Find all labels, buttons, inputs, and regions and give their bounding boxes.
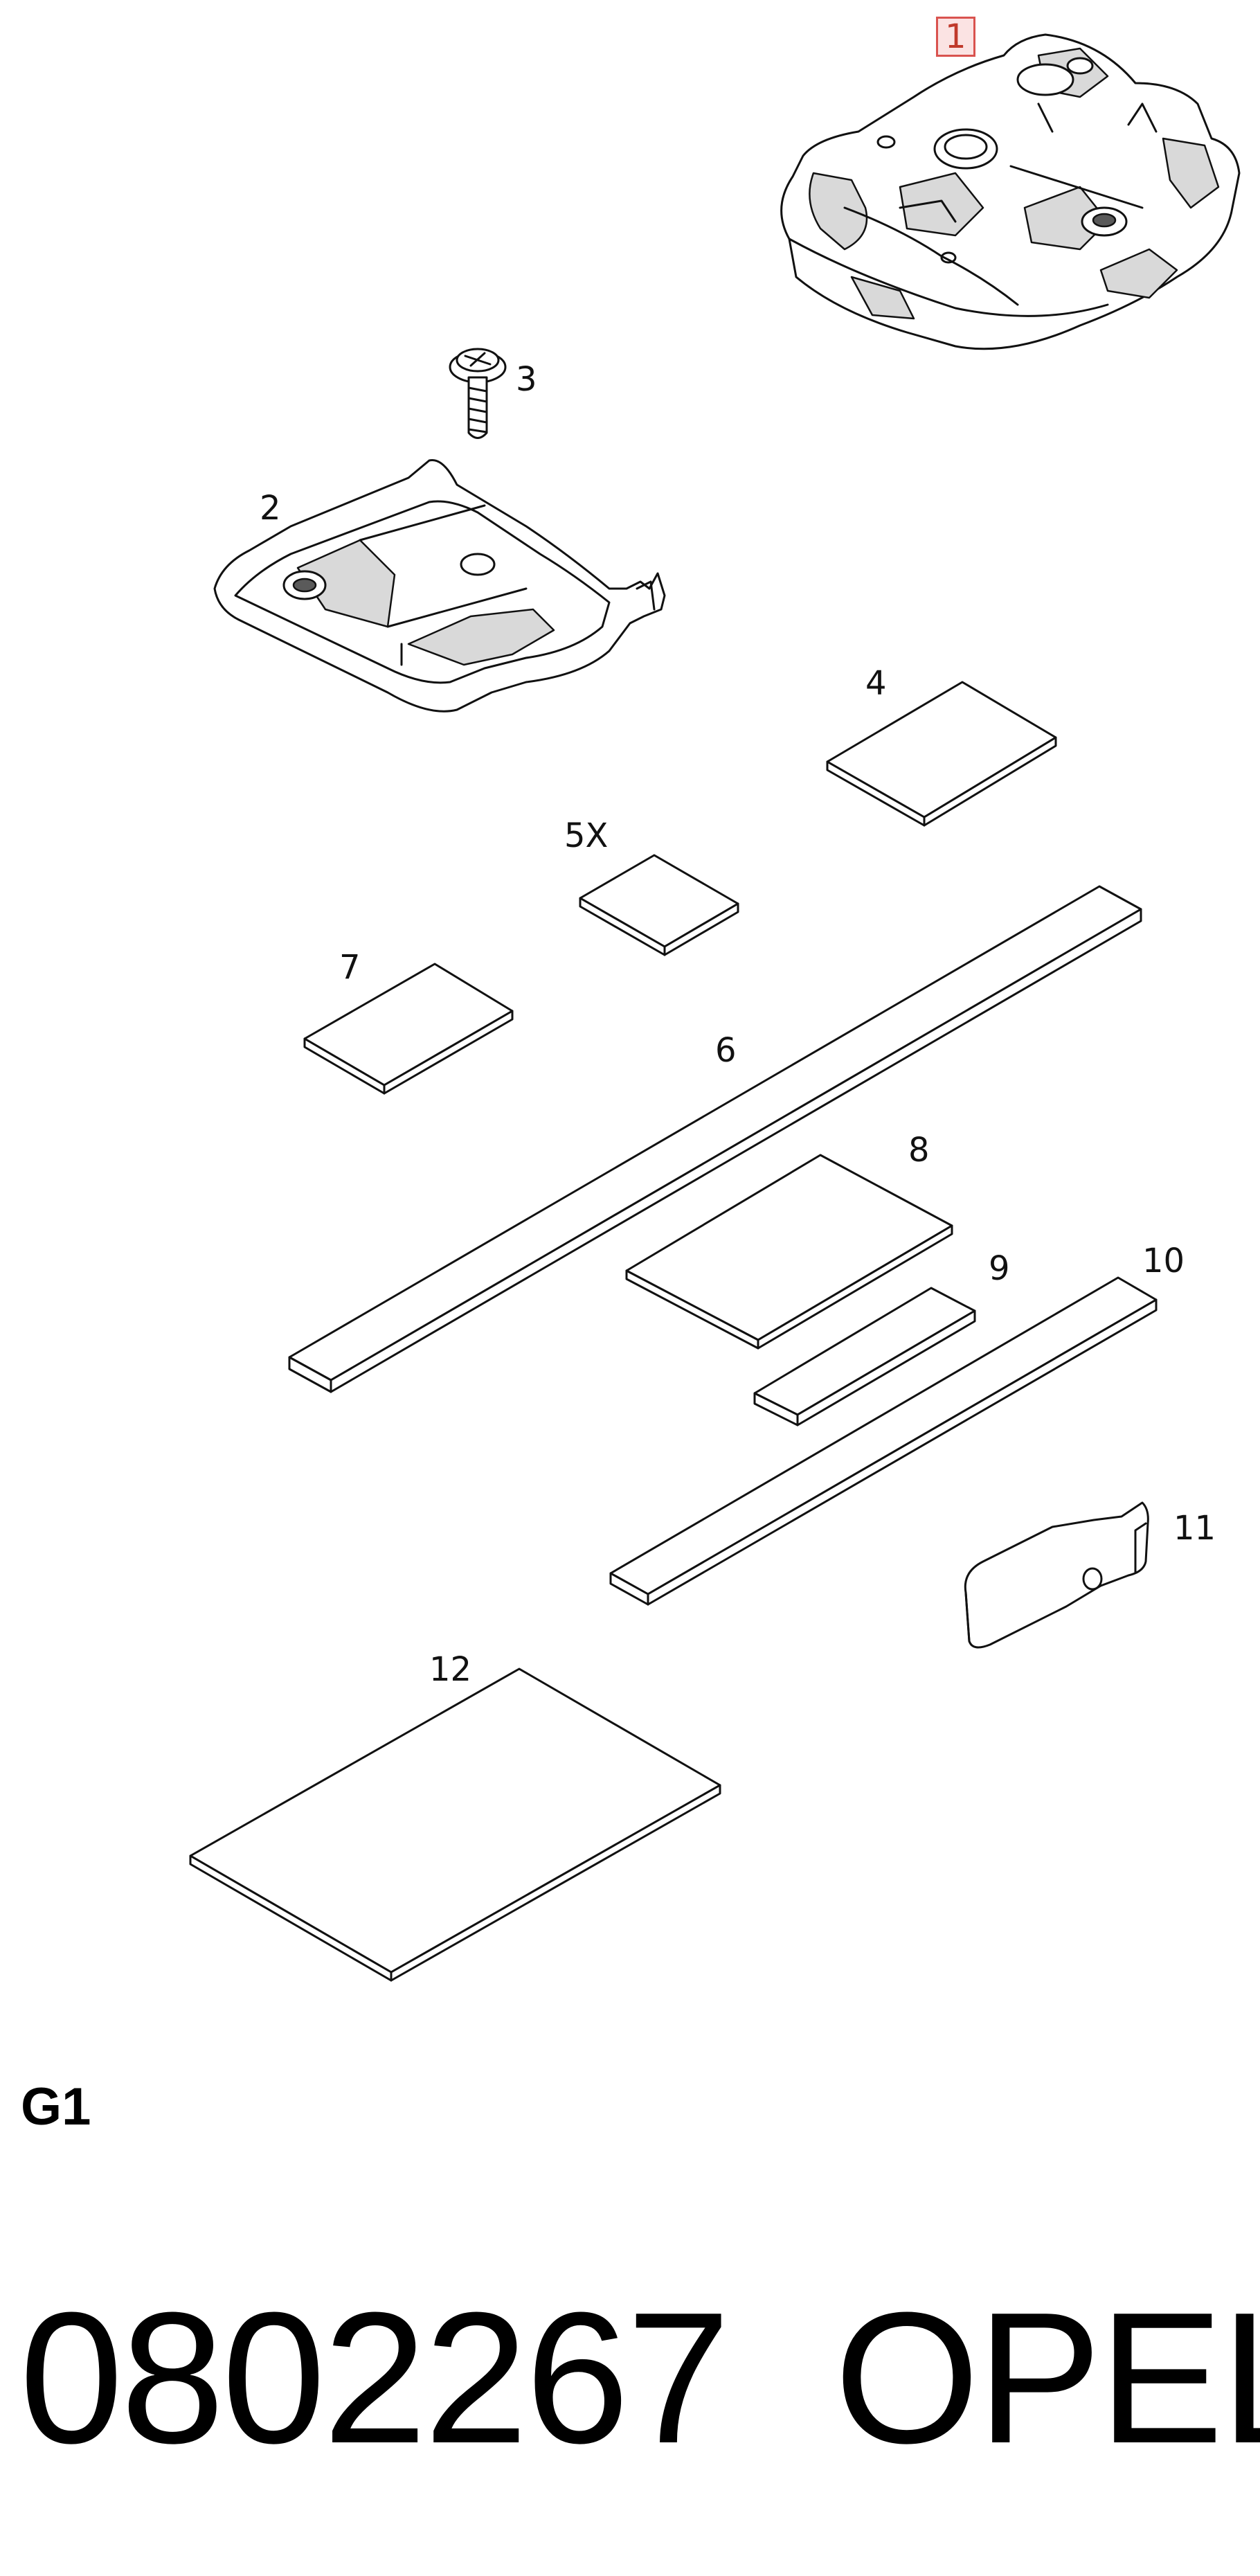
callout-1[interactable]: 1: [936, 17, 975, 57]
callout-9[interactable]: 9: [989, 1249, 1010, 1288]
part-4-pad: [826, 681, 1057, 827]
part-7-pad: [303, 963, 514, 1095]
part-8-pad: [625, 1154, 953, 1350]
callout-12[interactable]: 12: [429, 1650, 472, 1689]
callout-4[interactable]: 4: [865, 664, 887, 703]
part-12-sheet: [189, 1667, 721, 1982]
part-6-strip: [288, 885, 1142, 1393]
section-code: G1: [21, 2077, 91, 2136]
part-3-screw: [449, 348, 507, 439]
callout-5x[interactable]: 5X: [564, 816, 609, 855]
part-1-fuel-tank: [780, 33, 1241, 350]
callout-7[interactable]: 7: [339, 948, 361, 987]
callout-2[interactable]: 2: [260, 489, 281, 528]
part-10-strip: [609, 1276, 1158, 1606]
callout-6[interactable]: 6: [715, 1031, 737, 1070]
part-11-bracket: [964, 1501, 1149, 1649]
callout-8[interactable]: 8: [908, 1131, 930, 1170]
part-9-strip: [753, 1287, 976, 1426]
part-5x-pad: [579, 854, 739, 956]
part-2-shield: [213, 458, 666, 713]
callout-10[interactable]: 10: [1142, 1242, 1185, 1280]
part-number: 0802267: [19, 2274, 730, 2483]
callout-11[interactable]: 11: [1173, 1509, 1216, 1548]
callout-3[interactable]: 3: [516, 360, 537, 399]
brand-name: OPEL: [834, 2274, 1260, 2483]
